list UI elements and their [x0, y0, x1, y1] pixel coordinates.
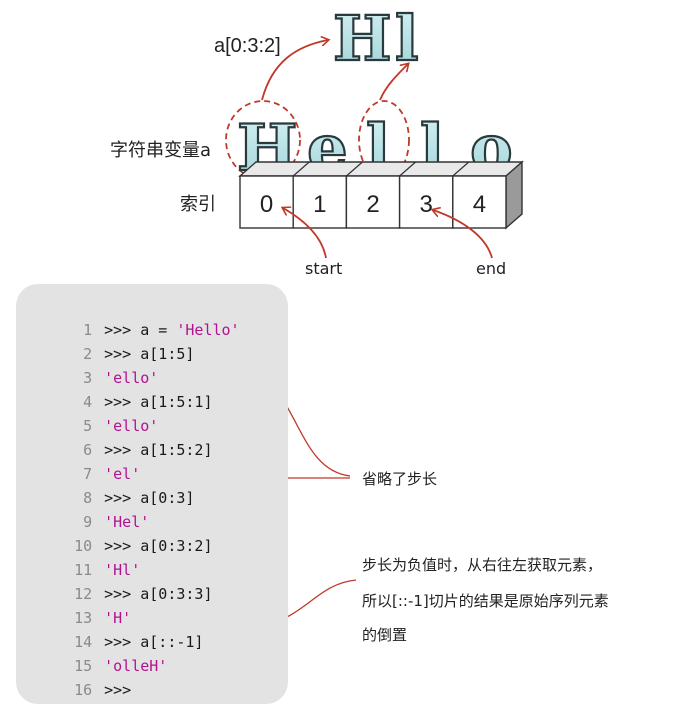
line-number: 7	[83, 465, 93, 483]
code-text: a =	[140, 321, 177, 339]
index-2: 2	[366, 191, 379, 218]
start-arrow	[283, 208, 327, 259]
result-letter-h: H	[333, 2, 392, 75]
code-string: 'Hello'	[176, 321, 240, 339]
index-boxes	[238, 160, 524, 230]
variable-label: 字符串变量a	[110, 140, 211, 161]
index-3: 3	[420, 191, 433, 218]
code-line: 3 'ello'	[16, 342, 158, 387]
code-line: 12 >>> a[0:3:3]	[16, 558, 212, 603]
code-string: 'H'	[104, 609, 132, 627]
code-prompt: >>>	[104, 393, 141, 411]
line-number: 11	[74, 561, 93, 579]
code-panel: 1 >>> a = 'Hello' 2 >>> a[1:5] 3 'ello' 4 >>…	[16, 284, 288, 704]
code-prompt: >>>	[104, 441, 141, 459]
arrow-h-to-result	[261, 40, 328, 101]
line-number: 9	[83, 513, 93, 531]
code-line: 10 >>> a[0:3:2]	[16, 510, 212, 555]
code-string: 'ello'	[104, 369, 159, 387]
code-line: 2 >>> a[1:5]	[16, 318, 194, 363]
code-prompt: >>>	[104, 681, 132, 699]
line-number: 5	[83, 417, 93, 435]
line-number: 16	[74, 681, 93, 699]
line-number: 2	[83, 345, 93, 363]
code-line: 1 >>> a = 'Hello'	[16, 294, 240, 339]
arrow-l-to-result	[379, 64, 408, 101]
index-1: 1	[313, 191, 326, 218]
line-number: 1	[83, 321, 93, 339]
line-number: 6	[83, 441, 93, 459]
code-prompt: >>>	[104, 489, 141, 507]
code-text: a[0:3]	[140, 489, 195, 507]
start-label: start	[305, 259, 342, 278]
line-number: 4	[83, 393, 93, 411]
code-prompt: >>>	[104, 633, 141, 651]
code-string: 'Hel'	[104, 513, 150, 531]
code-text: a[0:3:3]	[140, 585, 213, 603]
note-negative-step-2: 所以[::-1]切片的结果是原始序列元素	[362, 592, 609, 610]
slice-expression-label: a[0:3:2]	[214, 35, 281, 57]
code-prompt: >>>	[104, 537, 141, 555]
line-number: 14	[74, 633, 93, 651]
line-number: 3	[83, 369, 93, 387]
line-number: 15	[74, 657, 93, 675]
note-negative-step-3: 的倒置	[362, 626, 408, 644]
code-line: 11 'Hl'	[16, 534, 140, 579]
code-text: a[1:5:1]	[140, 393, 213, 411]
code-string: 'olleH'	[104, 657, 168, 675]
code-text: a[::-1]	[140, 633, 204, 651]
index-label: 索引	[180, 194, 216, 215]
line-number: 10	[74, 537, 93, 555]
code-line: 7 'el'	[16, 438, 140, 483]
code-text: a[1:5:2]	[140, 441, 213, 459]
note-negative-step-1: 步长为负值时，从右往左获取元素，	[362, 556, 603, 574]
code-string: 'Hl'	[104, 561, 141, 579]
end-arrow	[433, 210, 493, 259]
code-line: 4 >>> a[1:5:1]	[16, 366, 212, 411]
end-label: end	[476, 259, 506, 278]
line-number: 13	[74, 609, 93, 627]
index-4: 4	[473, 191, 486, 218]
code-text: a[1:5]	[140, 345, 195, 363]
code-line: 9 'Hel'	[16, 486, 149, 531]
line-number: 8	[83, 489, 93, 507]
note-omit-step: 省略了步长	[362, 470, 438, 488]
code-line: 16 >>>	[16, 654, 131, 699]
code-prompt: >>>	[104, 345, 141, 363]
code-line: 8 >>> a[0:3]	[16, 462, 194, 507]
index-0: 0	[260, 191, 273, 218]
code-line: 14 >>> a[::-1]	[16, 606, 203, 651]
code-string: 'el'	[104, 465, 141, 483]
code-line: 13 'H'	[16, 582, 131, 627]
code-line: 5 'ello'	[16, 390, 158, 435]
code-prompt: >>>	[104, 321, 141, 339]
dashed-circle-h	[225, 100, 301, 180]
code-text: a[0:3:2]	[140, 537, 213, 555]
code-string: 'ello'	[104, 417, 159, 435]
line-number: 12	[74, 585, 93, 603]
code-line: 15 'olleH'	[16, 630, 167, 675]
code-line: 6 >>> a[1:5:2]	[16, 414, 212, 459]
code-prompt: >>>	[104, 585, 141, 603]
